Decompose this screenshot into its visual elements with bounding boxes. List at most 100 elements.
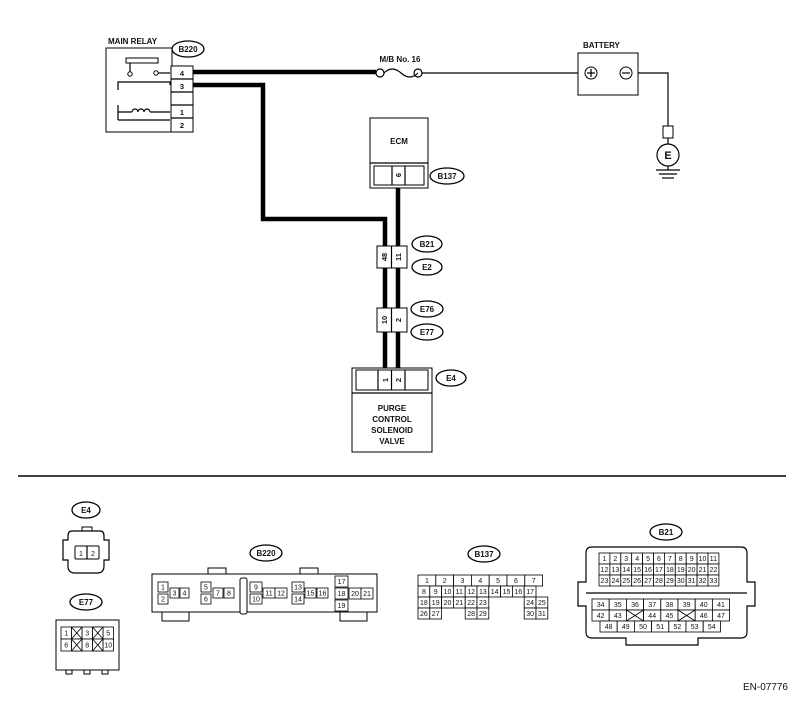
valve-label-line-4: VALVE bbox=[379, 437, 405, 446]
relay-pin-1: 1 bbox=[180, 108, 184, 117]
b137-face-pin-28: 28 bbox=[467, 611, 475, 618]
b21-face-pin-53: 53 bbox=[691, 624, 699, 631]
b21-face-pin-45: 45 bbox=[666, 613, 674, 620]
cavity bbox=[157, 593, 169, 605]
b21-face-pin-51: 51 bbox=[656, 624, 664, 631]
b220-face-pin-18: 18 bbox=[338, 591, 346, 598]
b137-face-pin-11: 11 bbox=[456, 589, 463, 596]
cavity bbox=[157, 581, 169, 593]
b220-face-pin-12: 12 bbox=[277, 591, 285, 598]
b220-face-pin-19: 19 bbox=[338, 603, 346, 610]
b21-face-pin-9: 9 bbox=[690, 556, 694, 563]
b21-face-tag-label: B21 bbox=[659, 528, 674, 537]
cavity bbox=[316, 587, 329, 599]
b21-face-pin-54: 54 bbox=[708, 624, 716, 631]
b21-face-pin-32: 32 bbox=[699, 578, 707, 585]
ecm-label: ECM bbox=[390, 137, 408, 146]
b137-face-pin-31: 31 bbox=[538, 611, 546, 618]
b21-face-pin-38: 38 bbox=[666, 602, 674, 609]
b21-face-pin-39: 39 bbox=[683, 602, 691, 609]
b220-face-pin-5: 5 bbox=[204, 585, 208, 592]
b21-face-pin-50: 50 bbox=[639, 624, 647, 631]
e4-face-pin-2: 2 bbox=[91, 551, 95, 558]
b21-face-pin-29: 29 bbox=[666, 578, 674, 585]
b137-face-pin-16: 16 bbox=[514, 589, 522, 596]
e76-tag-label: E76 bbox=[420, 305, 435, 314]
e76-tag bbox=[410, 300, 444, 318]
b137-face-pin-22: 22 bbox=[467, 600, 475, 607]
cavity bbox=[169, 587, 180, 599]
main-relay: MAIN RELAY 4 3 1 2 B220 bbox=[105, 37, 205, 133]
relay-pin-2: 2 bbox=[180, 121, 184, 130]
e77-face-pin-3: 3 bbox=[85, 631, 89, 638]
b21-face-pin-18: 18 bbox=[666, 567, 674, 574]
b137-face-pin-14: 14 bbox=[491, 589, 499, 596]
b220-face-pin-2: 2 bbox=[161, 597, 165, 604]
main-relay-label: MAIN RELAY bbox=[108, 37, 158, 46]
b21-pin-48: 48 bbox=[380, 253, 389, 261]
b21-face-pin-31: 31 bbox=[688, 578, 696, 585]
b21-face-pin-23: 23 bbox=[601, 578, 609, 585]
b21-face-pin-40: 40 bbox=[700, 602, 708, 609]
e4-tag-label: E4 bbox=[446, 374, 456, 383]
b220-face-pin-11: 11 bbox=[265, 591, 272, 598]
b220-face-pin-14: 14 bbox=[294, 597, 302, 604]
b137-face-pin-21: 21 bbox=[455, 600, 463, 607]
purge-valve: 1 2 PURGE CONTROL SOLENOID VALVE E4 bbox=[351, 367, 467, 453]
b21-face-pin-24: 24 bbox=[611, 578, 619, 585]
b220-face-pin-10: 10 bbox=[252, 597, 260, 604]
e76-pin-10: 10 bbox=[380, 316, 389, 324]
cavity bbox=[334, 587, 349, 600]
b137-face-pin-12: 12 bbox=[467, 589, 475, 596]
b137-face-pin-18: 18 bbox=[420, 600, 428, 607]
valve-label-line-2: CONTROL bbox=[372, 415, 412, 424]
ecm-pin-6: 6 bbox=[394, 173, 403, 177]
b137-face-pin-3: 3 bbox=[461, 578, 465, 585]
b21-face-pin-10: 10 bbox=[699, 556, 707, 563]
e77-tag bbox=[410, 323, 444, 341]
cavity bbox=[702, 620, 721, 633]
ground-label: E bbox=[664, 150, 671, 162]
ground: E bbox=[638, 72, 680, 179]
b220-face-pin-7: 7 bbox=[216, 591, 220, 598]
b21-face-pin-7: 7 bbox=[668, 556, 672, 563]
b21-tag-label: B21 bbox=[420, 240, 435, 249]
b21-face-pin-49: 49 bbox=[622, 624, 630, 631]
e4-face-tag-label: E4 bbox=[81, 506, 91, 515]
b137-face-pin-23: 23 bbox=[479, 600, 487, 607]
b21-face-pin-16: 16 bbox=[644, 567, 652, 574]
b21-face-pin-34: 34 bbox=[597, 602, 605, 609]
b220-face-pin-13: 13 bbox=[294, 585, 302, 592]
e77-face-tag-label: E77 bbox=[79, 598, 94, 607]
cavity bbox=[291, 581, 305, 593]
b137-face-pin-30: 30 bbox=[526, 611, 534, 618]
b21-face-pin-36: 36 bbox=[631, 602, 639, 609]
b21-face-pin-1: 1 bbox=[602, 556, 606, 563]
b137-face-pin-27: 27 bbox=[432, 611, 440, 618]
cavity bbox=[712, 609, 731, 622]
b21-face-pin-5: 5 bbox=[646, 556, 650, 563]
b220-face-pin-3: 3 bbox=[173, 591, 177, 598]
b21-face-pin-19: 19 bbox=[677, 567, 685, 574]
b137-face-pin-9: 9 bbox=[434, 589, 438, 596]
b220-face-pin-20: 20 bbox=[351, 591, 359, 598]
cavity bbox=[304, 587, 317, 599]
b137-face-pin-19: 19 bbox=[432, 600, 440, 607]
b21-e2-connector: 48 11 B21 E2 bbox=[376, 235, 443, 276]
b21-face-pin-26: 26 bbox=[633, 578, 641, 585]
b137-face-pin-26: 26 bbox=[420, 611, 428, 618]
b21-face-tag bbox=[649, 523, 683, 541]
cavity bbox=[360, 587, 374, 600]
battery: BATTERY bbox=[577, 41, 639, 96]
b21-tag bbox=[411, 235, 443, 253]
b21-face-pin-2: 2 bbox=[613, 556, 617, 563]
cavity bbox=[200, 581, 212, 593]
e77-face-pin-1: 1 bbox=[64, 631, 68, 638]
b220-face-tag bbox=[249, 544, 283, 562]
